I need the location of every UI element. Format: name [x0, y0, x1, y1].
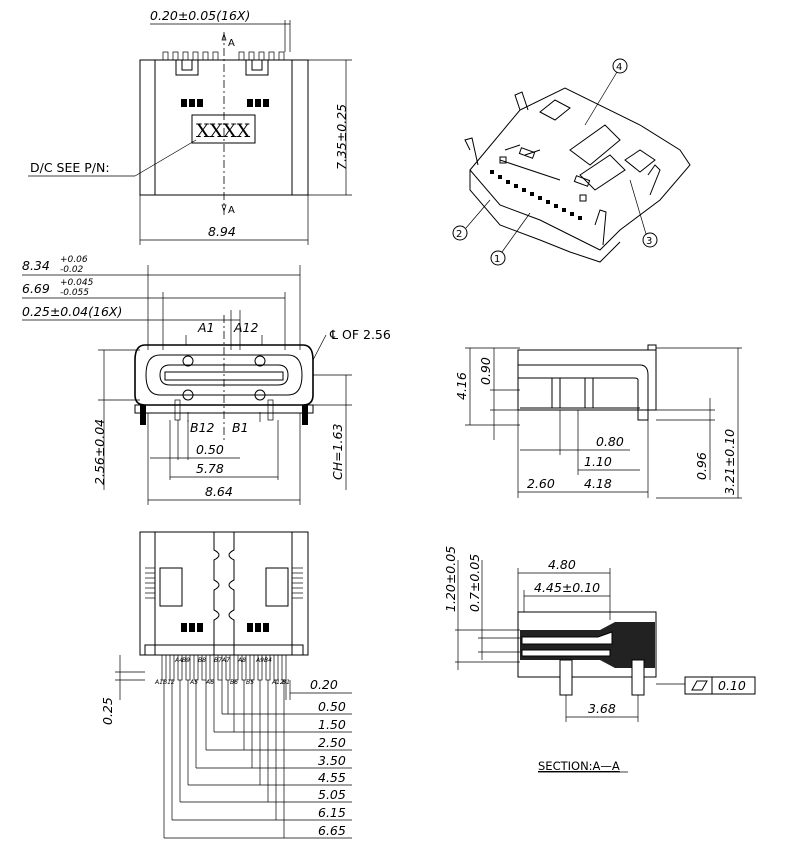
outer-width-dim: 8.34: [22, 258, 50, 273]
bottom-pin-label: A8: [237, 657, 246, 664]
bottom-pin-label: A4: [174, 657, 183, 664]
bottom-pin-label: A5: [189, 679, 198, 686]
pitch-dim: 0.50: [196, 442, 224, 457]
inner-width-tol-lower: -0.055: [60, 288, 89, 298]
callout-1: 1: [494, 254, 500, 265]
dc-note: D/C SEE P/N:: [30, 160, 110, 175]
section-dim-445: 4.45±0.10: [534, 580, 600, 595]
bottom-pin-label: A6: [205, 679, 214, 686]
section-view: 1.20±0.05 0.7±0.05 4.80 4.45±0.10 3.68 0…: [443, 546, 756, 773]
front-view: 8.34 +0.06 -0.02 6.69 +0.045 -0.055 0.25…: [22, 255, 391, 505]
bottom-dim: 5.05: [318, 787, 346, 802]
pin-label-a1: A1: [197, 320, 215, 335]
bottom-dim: 1.50: [318, 717, 346, 732]
bottom-stacked-dims: 0.50 1.50 2.50 3.50 4.55 5.05 6.15 6.65: [163, 680, 352, 839]
section-title: SECTION:A—A: [538, 759, 620, 773]
bottom-pin-label: B8: [198, 657, 206, 664]
inner-width-dim: 6.69: [22, 281, 50, 296]
bottom-pin-label: B12: [163, 679, 175, 686]
bottom-pin-label: A9: [255, 657, 264, 664]
callout-2: 2: [456, 229, 462, 240]
side-view: 4.16 0.90 0.80 1.10 2.60 4.18 0.96 3.21±…: [454, 344, 742, 499]
side-dim-096: 0.96: [694, 452, 709, 480]
bottom-dim: 6.15: [318, 805, 346, 820]
bottom-dim: 3.50: [318, 753, 346, 768]
bottom-dim: 6.65: [318, 823, 346, 838]
iso-view: 1 2 3 4: [452, 58, 691, 266]
outer-width-tol-lower: -0.02: [60, 265, 84, 275]
side-dim-321: 3.21±0.10: [722, 429, 737, 495]
bottom-pin-label: B7: [214, 657, 222, 664]
span-578-dim: 5.78: [196, 461, 224, 476]
top-view: 0.20±0.05(16X) XXXX: [28, 8, 352, 245]
bottom-dim: 2.50: [318, 735, 346, 750]
iso-pins: [490, 170, 582, 220]
section-mark-bottom: A: [228, 205, 235, 216]
pin-label-b1: B1: [232, 420, 249, 435]
bottom-pin-legs: [161, 654, 287, 681]
bottom-dim: 4.55: [318, 770, 346, 785]
callout-3: 3: [646, 236, 652, 247]
pin-label-b12: B12: [190, 420, 215, 435]
section-dim-120: 1.20±0.05: [443, 546, 458, 612]
flatness-symbol-icon: [691, 680, 708, 691]
side-dim-080: 0.80: [596, 434, 624, 449]
centerline-note: ℄ OF 2.56: [329, 327, 391, 342]
contact-width-dim: 0.25±0.04(16X): [22, 304, 122, 319]
bottom-pin-label: B9: [182, 657, 190, 664]
marking-text: XXXX: [196, 120, 251, 142]
bottom-dim: 0.50: [318, 699, 346, 714]
bottom-pin-label: A1: [154, 679, 163, 686]
callout-4: 4: [616, 62, 622, 73]
front-pins: [140, 399, 308, 425]
side-dim-260: 2.60: [527, 476, 555, 491]
top-pin-width-dim: 0.20±0.05(16X): [150, 8, 250, 23]
section-dim-368: 3.68: [588, 701, 616, 716]
side-dim-416: 4.16: [454, 372, 469, 400]
bottom-dim-020: 0.20: [310, 677, 338, 692]
side-dim-090: 0.90: [478, 357, 493, 385]
side-dim-110: 1.10: [584, 454, 612, 469]
outer-width-tol-upper: +0.06: [60, 255, 88, 265]
iso-callouts: 1 2 3 4: [452, 58, 658, 266]
bottom-view: A1 B12 A4 B9 A5 B8 A6 B7 A7 B6 A8 B5 A9 …: [100, 531, 352, 839]
section-dim-480: 4.80: [548, 557, 576, 572]
bottom-pin-label: A7: [221, 657, 230, 664]
flatness-value: 0.10: [718, 678, 746, 693]
top-pins: [162, 51, 285, 61]
top-width-dim: 8.94: [208, 224, 236, 239]
ch-dim: CH=1.63: [330, 424, 345, 480]
pin-label-a12: A12: [233, 320, 259, 335]
bottom-pin-label: B4: [264, 657, 272, 664]
bottom-pin-label: A12: [271, 679, 284, 686]
bottom-dim-025: 0.25: [100, 697, 115, 725]
top-height-dim: 7.35±0.25: [334, 104, 349, 170]
height-256-dim: 2.56±0.04: [92, 419, 107, 485]
section-dim-070: 0.7±0.05: [467, 554, 482, 612]
span-864-dim: 8.64: [205, 484, 233, 499]
bottom-side-ribs: [145, 567, 303, 599]
bottom-pin-label: B5: [246, 679, 254, 686]
side-dim-418: 4.18: [584, 476, 612, 491]
inner-width-tol-upper: +0.045: [60, 278, 94, 288]
section-mark-top: A: [228, 38, 235, 49]
